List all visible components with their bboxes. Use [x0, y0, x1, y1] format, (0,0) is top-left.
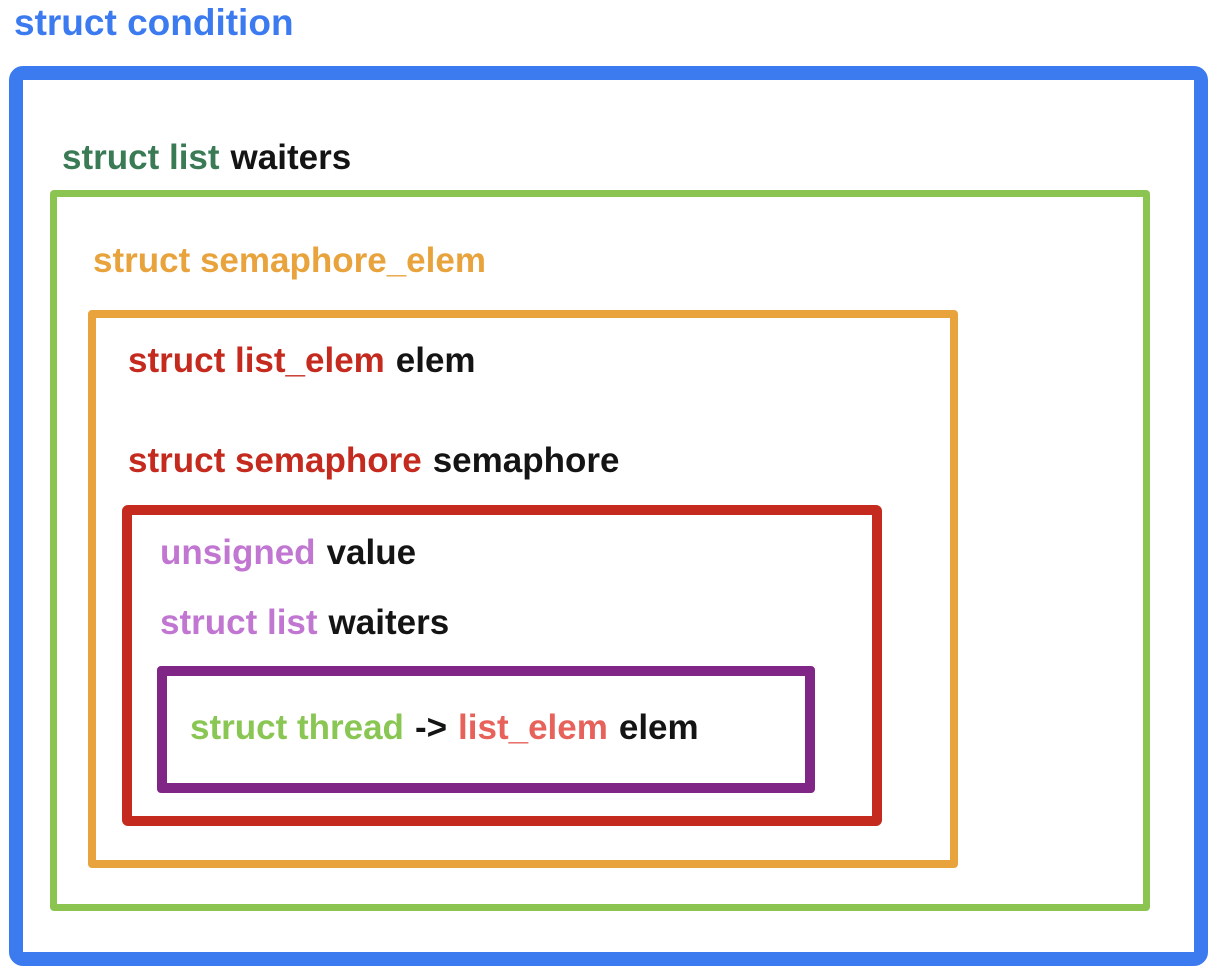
diagram-title: struct condition: [14, 2, 294, 43]
thread-member-type: list_elem: [458, 708, 608, 747]
arrow-text: ->: [414, 708, 448, 747]
value-field: unsigned value: [160, 534, 416, 572]
condition-waiters-type: struct list: [62, 138, 220, 177]
waiters-list-box: struct semaphore_elem struct list_elem e…: [50, 190, 1150, 911]
value-field-name: value: [326, 533, 417, 572]
thread-elem-field: struct thread -> list_elem elem: [190, 709, 699, 747]
semaphore-waiters-type: struct list: [160, 603, 318, 642]
condition-waiters-name: waiters: [230, 138, 352, 177]
value-field-type: unsigned: [160, 533, 316, 572]
semaphore-field-type: struct semaphore: [128, 441, 422, 480]
thread-member-name: elem: [618, 708, 699, 747]
elem-field: struct list_elem elem: [128, 342, 476, 380]
semaphore-field-name: semaphore: [432, 441, 620, 480]
condition-box: struct list waiters struct semaphore_ele…: [9, 66, 1208, 966]
semaphore-waiters-name: waiters: [328, 603, 450, 642]
elem-field-name: elem: [395, 341, 476, 380]
semaphore-elem-box: struct list_elem elem struct semaphore s…: [88, 310, 958, 868]
elem-field-type: struct list_elem: [128, 341, 385, 380]
semaphore-box: unsigned value struct list waiters struc…: [122, 505, 882, 826]
semaphore-field: struct semaphore semaphore: [128, 442, 619, 480]
thread-elem-box: struct thread -> list_elem elem: [157, 666, 815, 793]
semaphore-waiters-field: struct list waiters: [160, 604, 449, 642]
condition-waiters-field: struct list waiters: [62, 139, 351, 177]
semaphore-elem-label: struct semaphore_elem: [93, 241, 486, 280]
thread-struct-text: struct thread: [190, 708, 404, 747]
